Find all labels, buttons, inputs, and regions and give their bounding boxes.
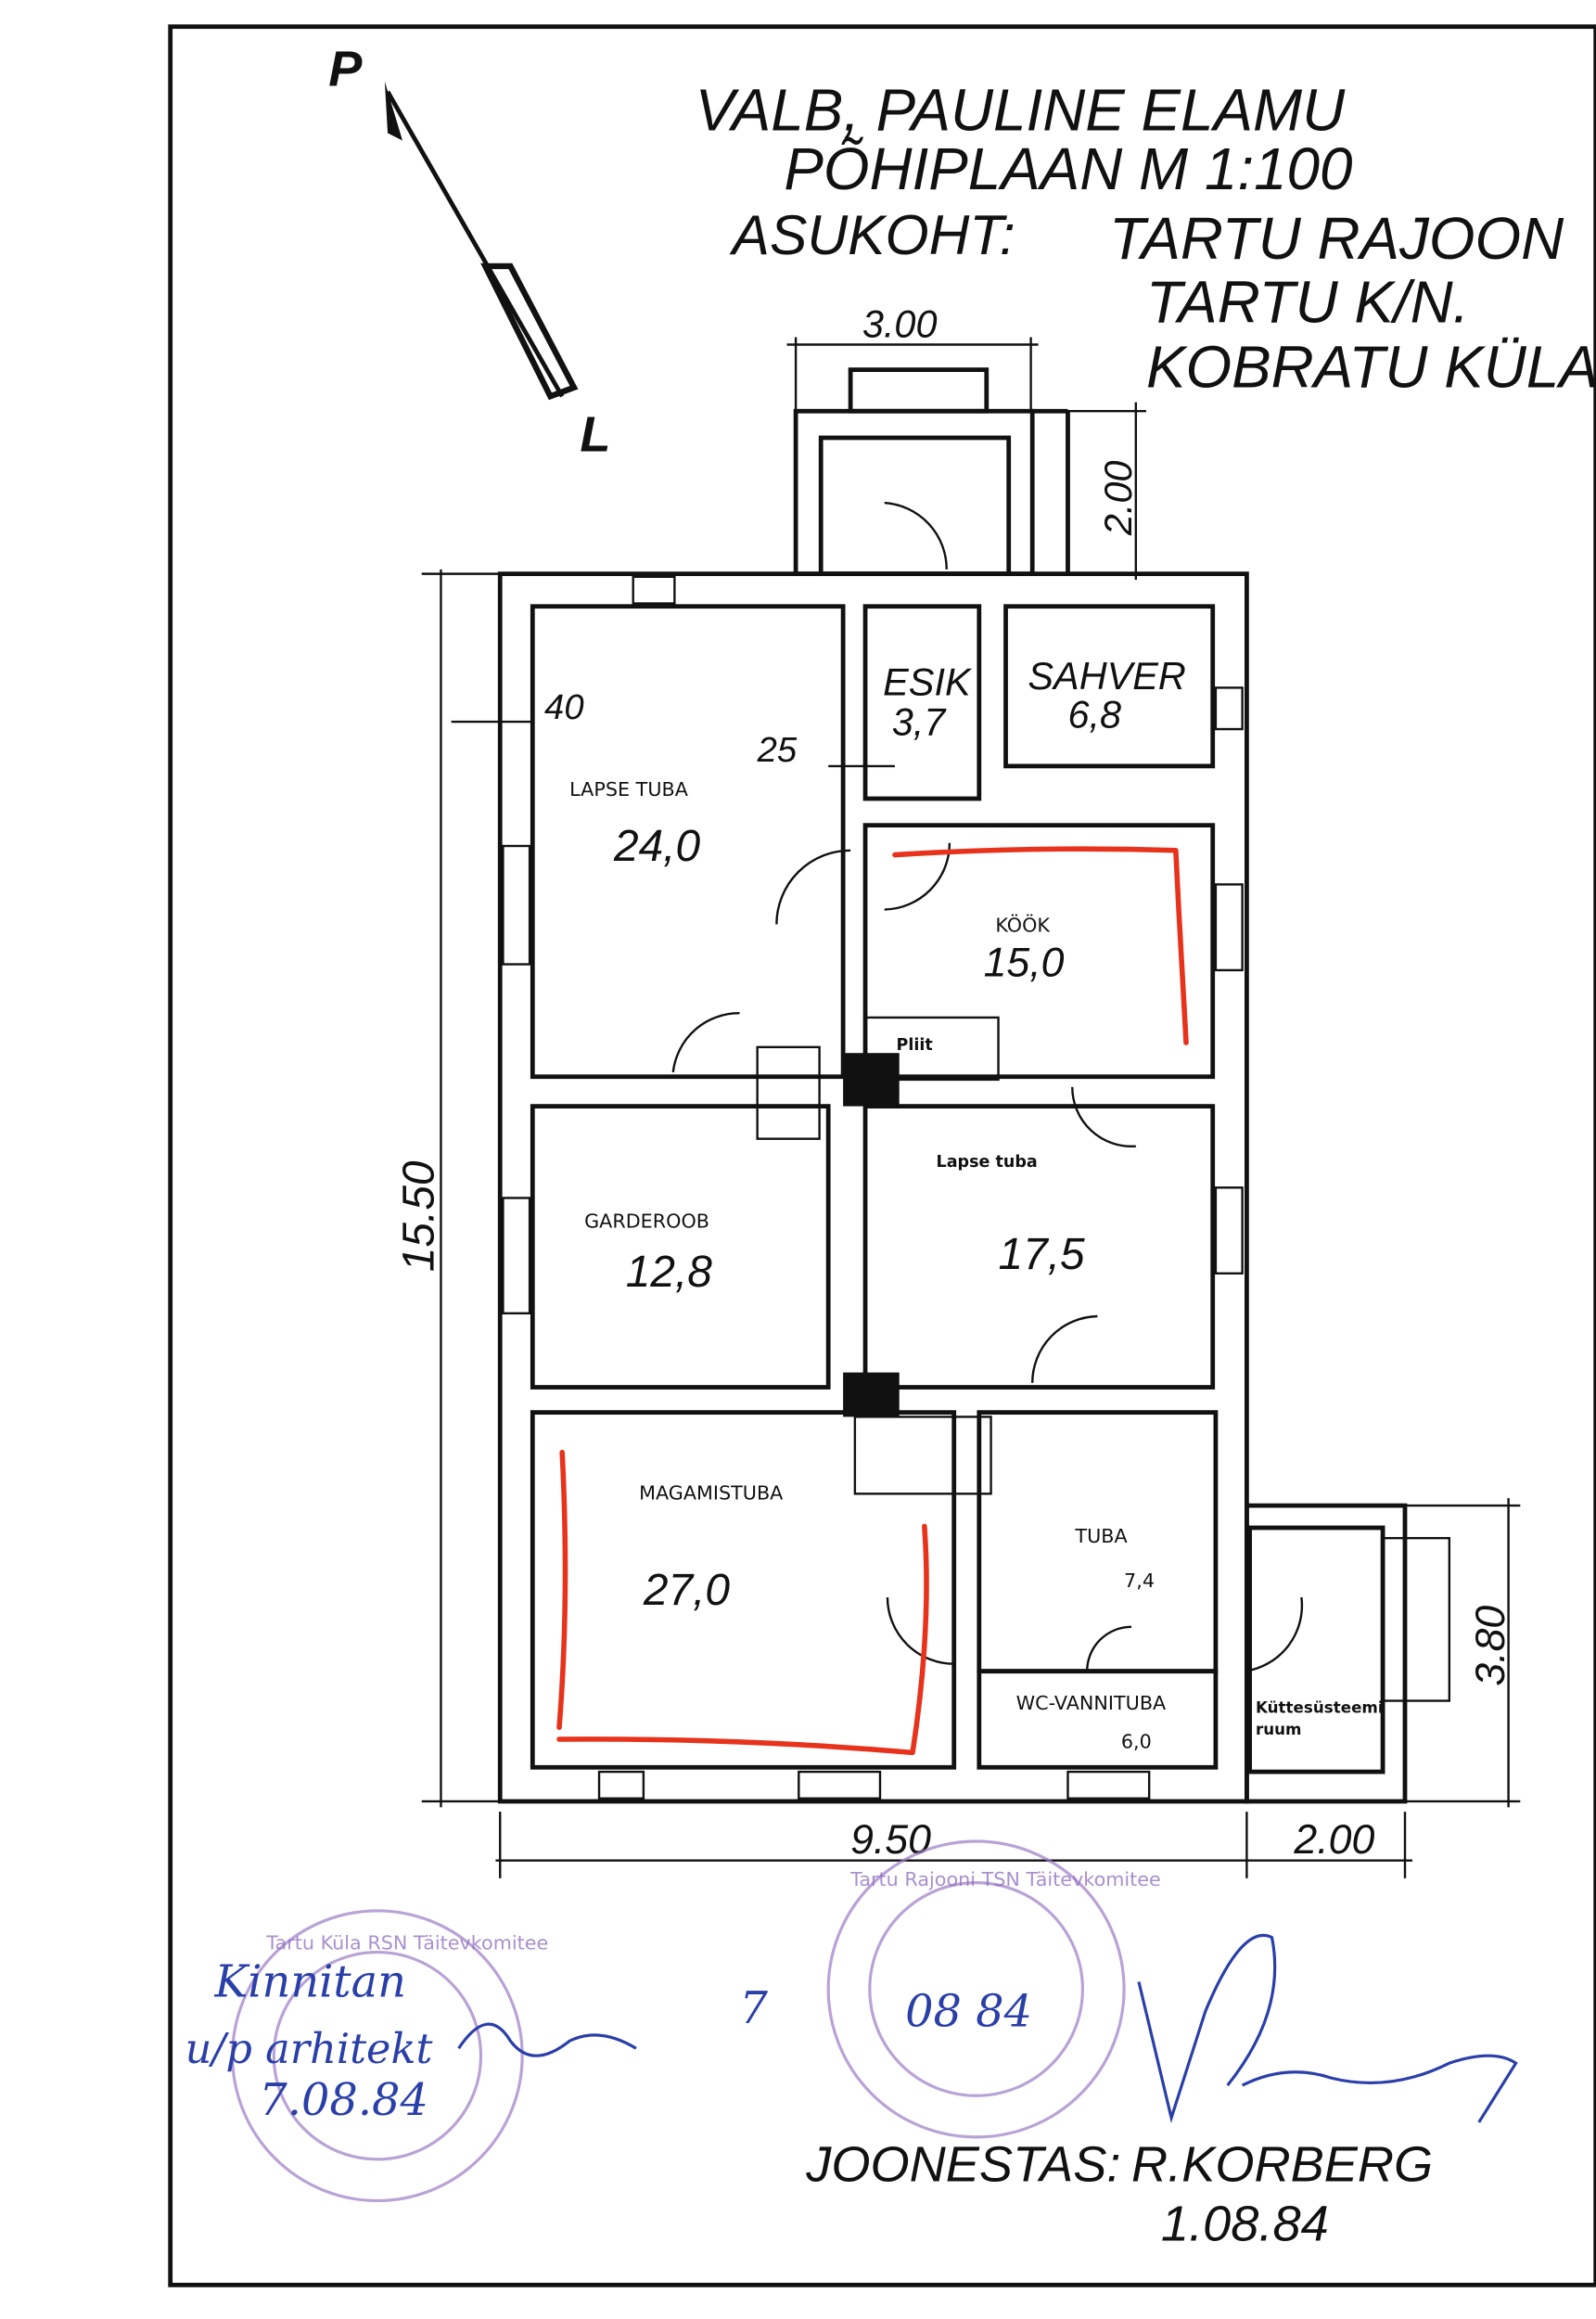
dim-porch-width: 3.00	[862, 302, 938, 346]
title-line-1: VALB, PAULINE ELAMU	[696, 76, 1346, 143]
room-wc-name: WC-VANNITUBA	[1016, 1692, 1167, 1714]
bedroom-red-marking	[556, 1449, 929, 1756]
room-heating-name-2: ruum	[1256, 1720, 1302, 1738]
dim-partition-thickness: 25	[757, 730, 798, 770]
stamp-left: Tartu Küla RSN Täitevkomitee	[231, 1909, 548, 2203]
room-sahver-area: 6,8	[1067, 692, 1121, 736]
stamp-center-text: Tartu Rajooni TSN Täitevkomitee	[849, 1868, 1161, 1890]
title-block: VALB, PAULINE ELAMU PÕHIPLAAN M 1:100 AS…	[696, 76, 1596, 400]
room-lapse-tuba-1-name: LAPSE TUBA	[569, 778, 688, 801]
location-district: TARTU RAJOON	[1109, 205, 1564, 272]
title-line-2: PÕHIPLAAN M 1:100	[784, 135, 1352, 202]
dim-main-width: 9.50	[850, 1817, 931, 1863]
dim-annex-width: 2.00	[1293, 1817, 1374, 1863]
room-sahver-name: SAHVER	[1028, 654, 1185, 698]
compass-south: L	[580, 406, 610, 462]
approval-line-2: u/p arhitekt	[185, 2025, 433, 2073]
room-lapse-tuba-2-area: 17,5	[999, 1230, 1085, 1279]
compass-arrow-icon: P L	[328, 41, 610, 462]
drafter-name: R.KORBERG	[1131, 2137, 1433, 2193]
stamp-left-text: Tartu Küla RSN Täitevkomitee	[265, 1931, 548, 1954]
dim-porch-depth: 2.00	[1096, 461, 1140, 537]
approval-date: 7.08.84	[259, 2075, 428, 2126]
approval-line-1: Kinnitan	[214, 1956, 406, 2007]
drafter-signature	[1137, 1933, 1518, 2124]
room-kook-name: KÖÖK	[995, 913, 1051, 936]
location-council: TARTU K/N.	[1146, 269, 1469, 336]
location-label: ASUKOHT:	[730, 203, 1015, 266]
dim-total-length: 15.50	[394, 1160, 443, 1272]
kitchen-red-marking	[892, 846, 1189, 1045]
room-labels: ESIK 3,7 SAHVER 6,8 LAPSE TUBA 24,0 KÖÖK…	[569, 654, 1383, 1753]
dim-wall-thickness: 40	[544, 687, 584, 727]
room-esik-name: ESIK	[883, 660, 973, 703]
room-wc-area: 6,0	[1121, 1731, 1152, 1753]
approval-signature	[457, 2022, 637, 2057]
stamp-center: Tartu Rajooni TSN Täitevkomitee 7 08 84	[740, 1839, 1161, 2139]
room-lapse-tuba-1-area: 24,0	[613, 822, 700, 871]
room-lapse-tuba-2-name: Lapse tuba	[937, 1153, 1038, 1172]
drafter-date: 1.08.84	[1161, 2196, 1329, 2251]
stamp-date-day: 7	[740, 1983, 769, 2034]
stove-label: Pliit	[897, 1036, 933, 1055]
room-garderoob-area: 12,8	[626, 1248, 712, 1297]
room-kook-area: 15,0	[984, 940, 1065, 985]
drafter-block: JOONESTAS: R.KORBERG 1.08.84	[805, 1933, 1518, 2251]
building-walls	[497, 367, 1451, 1804]
room-heating-name-1: Küttesüsteemi	[1256, 1698, 1384, 1716]
location-village: KOBRATU KÜLA	[1146, 334, 1596, 401]
approval-note: Kinnitan u/p arhitekt 7.08.84	[185, 1956, 637, 2126]
room-garderoob-name: GARDEROOB	[584, 1210, 709, 1232]
stamp-date: 08 84	[905, 1986, 1032, 2037]
compass-north: P	[328, 41, 363, 96]
room-tuba-name: TUBA	[1074, 1525, 1127, 1547]
drafter-label: JOONESTAS:	[805, 2137, 1120, 2193]
room-tuba-area: 7,4	[1124, 1569, 1155, 1592]
room-magamistuba-name: MAGAMISTUBA	[639, 1482, 783, 1505]
room-esik-area: 3,7	[892, 699, 948, 743]
room-magamistuba-area: 27,0	[643, 1566, 730, 1615]
dim-annex-length: 3.80	[1468, 1606, 1513, 1686]
dimension-lines: 3.00 2.00 15.50 40 25 9.50 2.00 3.80	[394, 302, 1521, 1878]
